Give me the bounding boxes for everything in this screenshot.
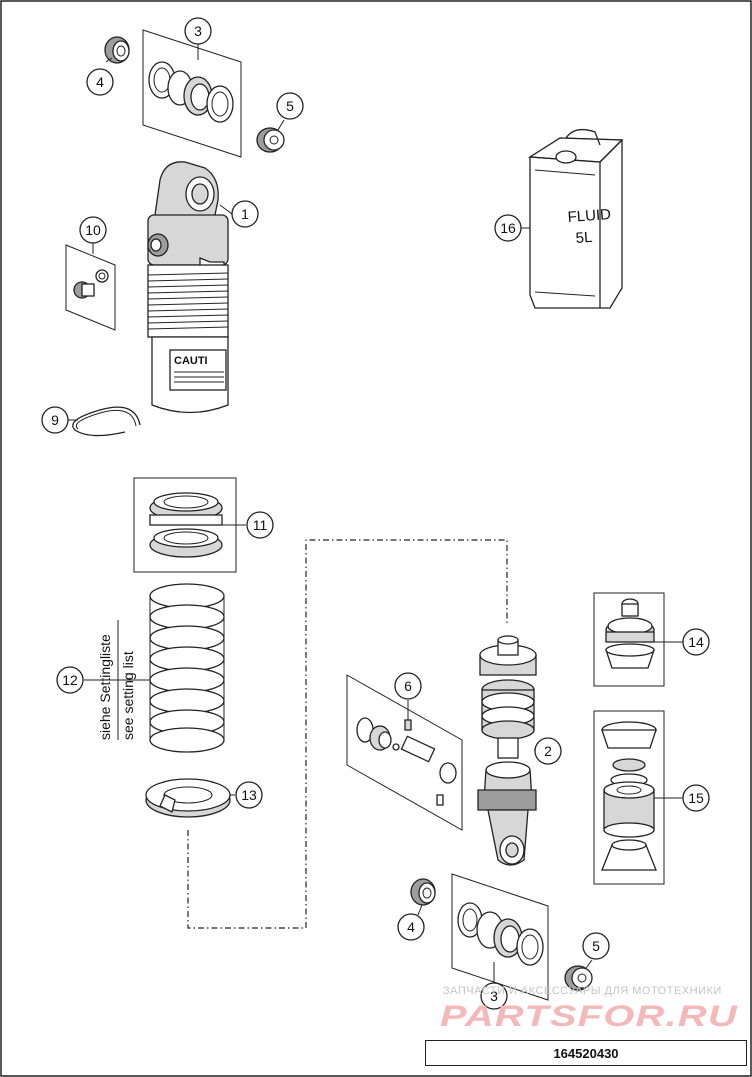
spring-part-12 (149, 583, 225, 753)
callout-10: 10 (79, 216, 107, 244)
callout-4-top: 4 (86, 68, 114, 96)
callout-4-bottom: 4 (397, 913, 425, 941)
washer-part-5-top (256, 119, 285, 153)
svg-text:4: 4 (96, 74, 104, 90)
callout-16: 16 (494, 214, 522, 242)
svg-text:4: 4 (407, 919, 415, 935)
callout-11: 11 (246, 511, 274, 539)
spring-note-line1: siehe Settingliste (97, 634, 113, 740)
callout-3-bottom: 3 (480, 982, 508, 1010)
callout-12: 12 (56, 666, 84, 694)
can-label-line2: 5L (575, 229, 593, 247)
part-number-box: 164520430 (425, 1040, 747, 1066)
piston-part-15-group (593, 710, 665, 885)
svg-text:3: 3 (194, 23, 202, 39)
svg-text:5: 5 (592, 938, 600, 954)
callout-1: 1 (231, 200, 259, 228)
svg-text:11: 11 (253, 517, 268, 533)
assembly-dash-line (187, 539, 508, 929)
can-label-line1: FLUID (567, 206, 612, 226)
shock-absorber-part-1: TE CAUTI (147, 161, 229, 414)
adjuster-parts-6-group (346, 674, 463, 831)
svg-text:12: 12 (62, 672, 78, 688)
callout-14: 14 (682, 628, 710, 656)
spring-seat-part-13 (145, 778, 231, 818)
svg-text:15: 15 (688, 790, 704, 806)
bushing-part-4-bottom (410, 878, 436, 916)
svg-text:14: 14 (688, 634, 704, 650)
bearing-kit-group-bottom (451, 873, 549, 1001)
svg-text:10: 10 (85, 222, 101, 238)
callout-5-bottom: 5 (582, 932, 610, 960)
svg-text:6: 6 (404, 678, 412, 694)
svg-text:16: 16 (500, 220, 516, 236)
fluid-can-part-16: FLUID 5L (527, 128, 624, 309)
part-number: 164520430 (553, 1045, 619, 1061)
damper-assembly-part-2 (477, 635, 537, 866)
valve-part-14-group (593, 592, 665, 687)
callout-6: 6 (394, 672, 422, 700)
svg-text:1: 1 (241, 206, 249, 222)
svg-text:2: 2 (544, 743, 552, 759)
svg-text:9: 9 (51, 412, 59, 428)
watermark-tagline: ЗАПЧАСТИ И АКСЕССУАРЫ ДЛЯ МОТОТЕХНИКИ (443, 985, 722, 997)
bearing-kit-group-top (142, 29, 242, 158)
warning-label: CAUTI (174, 355, 208, 367)
circlip-part-9 (72, 406, 141, 437)
svg-text:5: 5 (286, 98, 294, 114)
valve-part-10-group (65, 244, 116, 331)
bushing-part-4-top (104, 36, 130, 64)
callout-13: 13 (235, 781, 263, 809)
svg-text:3: 3 (490, 988, 498, 1004)
adjuster-nut-part-11-group (133, 477, 237, 573)
washer-part-5-bottom (564, 959, 593, 991)
callout-3-top: 3 (184, 17, 212, 45)
spring-note-line2: see setting list (120, 651, 136, 740)
watermark-logo: PARTSFOR.RU (440, 1000, 738, 1033)
callout-2: 2 (534, 737, 562, 765)
leader-lines (67, 204, 683, 799)
thread-lines (147, 272, 229, 330)
callout-15: 15 (682, 784, 710, 812)
svg-text:13: 13 (241, 787, 257, 803)
callout-5-top: 5 (276, 92, 304, 120)
callout-9: 9 (41, 406, 69, 434)
